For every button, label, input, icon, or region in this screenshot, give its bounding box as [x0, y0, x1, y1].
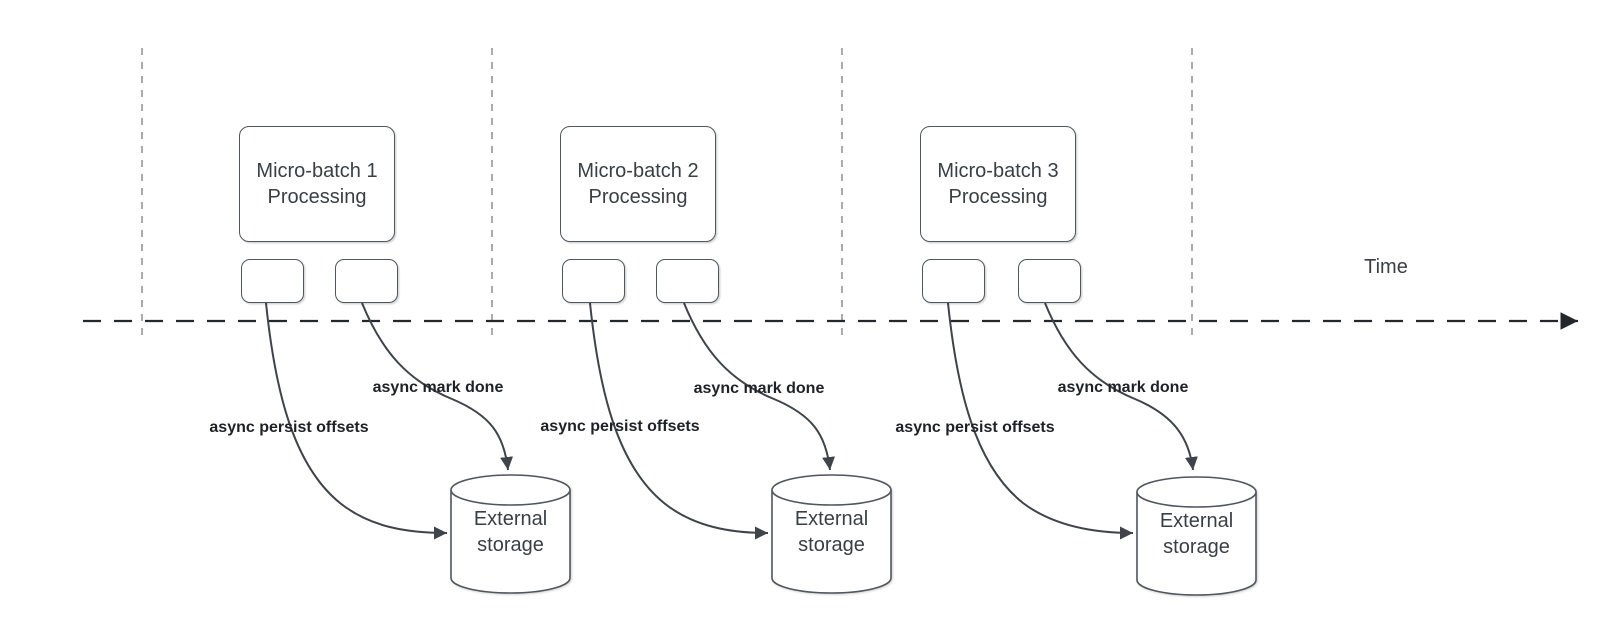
time-axis-label: Time [1364, 256, 1408, 278]
persist-offsets-label-1: async persist offsets [209, 419, 369, 436]
external-storage-cylinder-3 [1136, 476, 1257, 596]
mark-done-task-box-1 [335, 259, 398, 303]
mark-done-label-3: async mark done [1057, 379, 1189, 396]
mark-done-arrow-1 [361, 302, 514, 471]
persist-offsets-label-3: async persist offsets [895, 419, 1055, 436]
persist-offsets-arrow-3 [947, 302, 1134, 540]
micro-batch-3-processing-box: Micro-batch 3 Processing [920, 126, 1076, 242]
micro-batch-1-processing-box: Micro-batch 1 Processing [239, 126, 395, 242]
external-storage-cylinder-1 [450, 474, 571, 594]
mark-done-arrow-2 [683, 302, 836, 471]
persist-offsets-label-2: async persist offsets [540, 418, 700, 435]
persist-offsets-arrow-1 [265, 302, 448, 540]
external-storage-cylinder-2 [771, 474, 892, 594]
mark-done-arrow-3 [1044, 302, 1198, 471]
mark-done-task-box-3 [1018, 259, 1081, 303]
micro-batch-2-processing-box: Micro-batch 2 Processing [560, 126, 716, 242]
external-storage-label-2: External storage [794, 508, 869, 556]
persist-offsets-task-box-1 [241, 259, 304, 303]
mark-done-label-1: async mark done [372, 379, 504, 396]
persist-offsets-arrow-2 [589, 302, 769, 540]
external-storage-label-1: External storage [473, 508, 548, 556]
persist-offsets-task-box-2 [562, 259, 625, 303]
mark-done-task-box-2 [656, 259, 719, 303]
external-storage-label-3: External storage [1159, 510, 1234, 558]
persist-offsets-task-box-3 [922, 259, 985, 303]
mark-done-label-2: async mark done [693, 380, 825, 397]
